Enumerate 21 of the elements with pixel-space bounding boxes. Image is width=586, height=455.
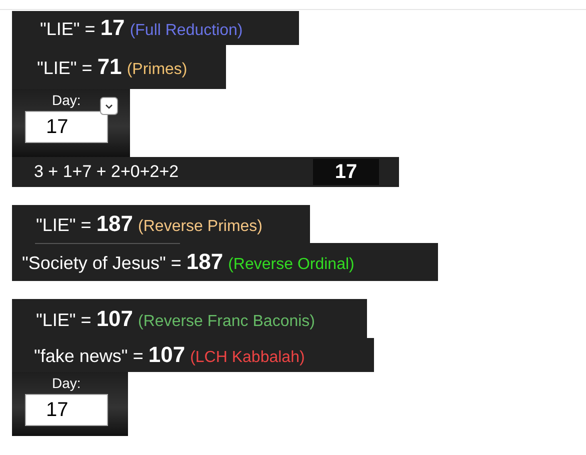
equation-text: "fake news" = 107 (LCH Kabbalah): [34, 342, 305, 368]
input-field: 17: [25, 394, 108, 426]
day-panel: [12, 89, 130, 157]
result-bar: [12, 205, 310, 243]
result-bar: [12, 299, 367, 338]
field-label: Day:: [52, 375, 81, 391]
calculation-text: 3 + 1+7 + 2+0+2+2: [34, 162, 179, 182]
result-value: 17: [313, 159, 379, 185]
equation-text: "LIE" = 107 (Reverse Franc Baconis): [36, 306, 315, 332]
result-bar: [12, 338, 374, 372]
result-bar: [12, 11, 299, 45]
field-label: Day:: [52, 92, 81, 108]
day-panel: [12, 372, 128, 436]
calculation-bar: [12, 157, 399, 187]
input-field: 17: [25, 111, 108, 143]
equation-text: "Society of Jesus" = 187 (Reverse Ordinal): [22, 249, 354, 275]
equation-text: "LIE" = 71 (Primes): [37, 54, 188, 80]
result-bar: [12, 243, 438, 281]
equation-text: "LIE" = 17 (Full Reduction): [40, 15, 243, 41]
result-bar: [12, 45, 226, 89]
equation-text: "LIE" = 187 (Reverse Primes): [36, 211, 263, 237]
